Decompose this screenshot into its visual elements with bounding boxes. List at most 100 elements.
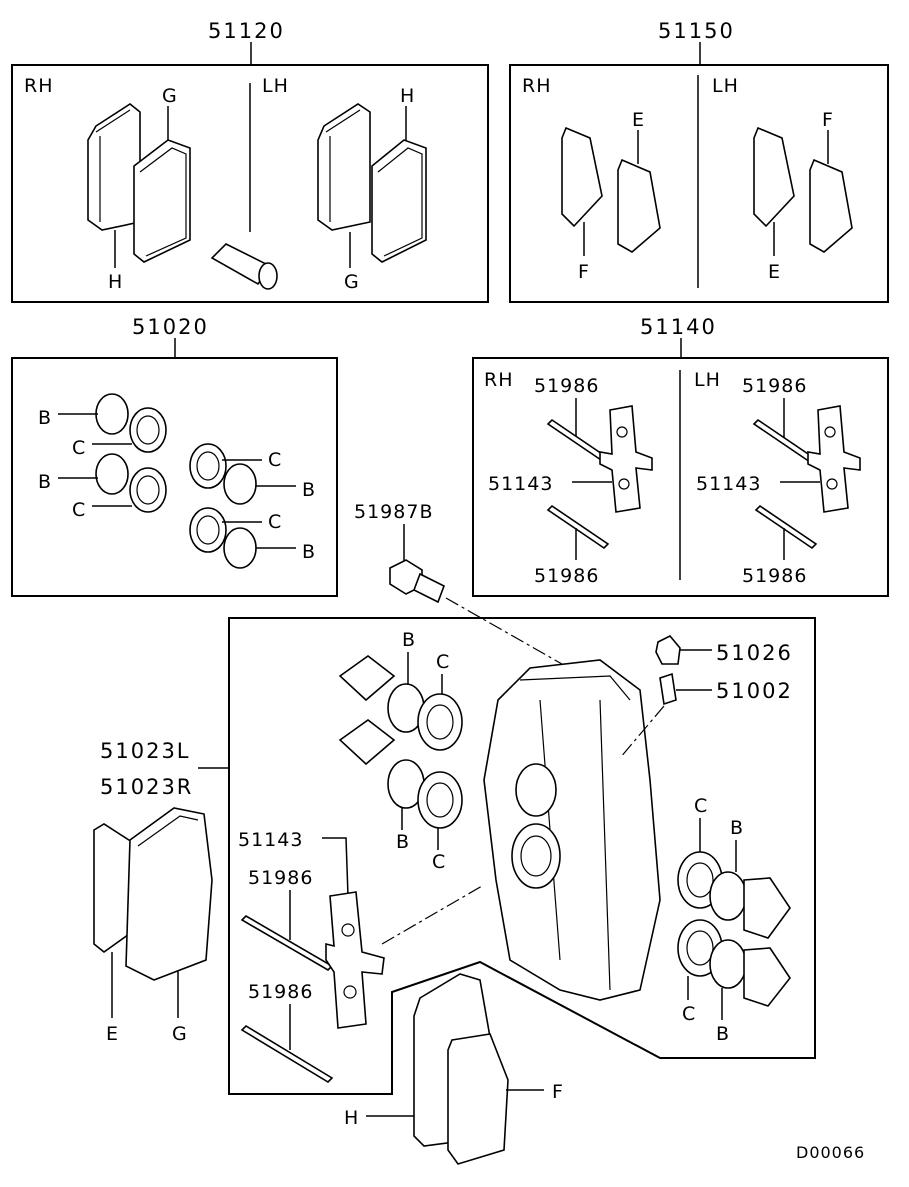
part-number-51986: 51986 — [534, 565, 599, 587]
b-ring-icon — [95, 393, 129, 435]
letter-f: F — [552, 1081, 564, 1103]
b-ring-icon — [709, 871, 747, 921]
part-number-51002: 51002 — [716, 679, 793, 703]
pad-spring-icon — [807, 405, 861, 513]
b-ring-icon — [223, 463, 257, 505]
brake-pad-inner-icon — [133, 139, 191, 263]
brake-pad-inner-icon — [447, 1033, 509, 1165]
letter-b: B — [730, 817, 744, 839]
box-51020 — [11, 357, 338, 597]
letter-b: B — [396, 831, 410, 853]
part-number-51986: 51986 — [742, 565, 807, 587]
box-51150 — [509, 64, 889, 303]
part-number-51150: 51150 — [658, 19, 735, 43]
letter-e: E — [106, 1023, 119, 1045]
part-number-51986: 51986 — [742, 375, 807, 397]
letter-b: B — [302, 541, 316, 563]
letter-c: C — [432, 851, 446, 873]
part-number-51986: 51986 — [248, 867, 313, 889]
piston-icon — [338, 655, 396, 702]
c-seal-icon — [417, 693, 463, 751]
box-51120 — [11, 64, 489, 303]
assembly-line — [381, 885, 483, 945]
letter-c: C — [436, 651, 450, 673]
spring-hole-icon — [824, 426, 836, 438]
rear-pad-icon — [617, 158, 661, 253]
b-ring-icon — [709, 939, 747, 989]
brake-pad-outer-icon — [317, 103, 371, 231]
bore-inner-icon — [520, 835, 552, 877]
group-51987b: 51987B — [354, 501, 577, 673]
letter-h: H — [108, 271, 123, 293]
pad-spring-icon — [599, 405, 653, 513]
assembly-line — [445, 597, 577, 673]
bleeder-screw-icon — [659, 672, 677, 706]
c-seal-icon — [189, 443, 227, 489]
letter-b: B — [38, 471, 52, 493]
box-caliper-assembly — [228, 617, 816, 1095]
caliper-body-icon — [483, 659, 661, 1001]
c-seal-inner-icon — [196, 451, 220, 481]
label-lh: LH — [694, 369, 721, 391]
letter-c: C — [72, 437, 86, 459]
spring-hole-icon — [616, 426, 628, 438]
letter-c: C — [72, 499, 86, 521]
part-number-51023r: 51023R — [100, 775, 193, 799]
group-51140: 51140 RH LH 51986 51143 51986 51986 5114… — [472, 315, 889, 597]
spring-hole-icon — [826, 478, 838, 490]
letter-e: E — [632, 109, 645, 131]
c-seal-inner-icon — [426, 704, 454, 740]
c-seal-icon — [129, 467, 167, 513]
letter-f: F — [822, 109, 834, 131]
part-number-51120: 51120 — [208, 19, 285, 43]
spring-hole-icon — [343, 985, 357, 999]
b-ring-icon — [223, 527, 257, 569]
spring-hole-icon — [618, 478, 630, 490]
letter-f: F — [578, 261, 590, 283]
part-number-51986: 51986 — [248, 981, 313, 1003]
label-rh: RH — [522, 75, 552, 97]
box-51140 — [472, 357, 889, 597]
guide-pin-icon — [240, 1024, 334, 1084]
pad-detail-line — [139, 147, 187, 257]
letter-c: C — [268, 511, 282, 533]
label-lh: LH — [262, 75, 289, 97]
rear-pad-icon — [753, 126, 795, 228]
label-rh: RH — [484, 369, 514, 391]
c-seal-inner-icon — [686, 930, 714, 966]
letter-g: G — [344, 271, 360, 293]
assembly-line — [619, 705, 665, 759]
letter-b: B — [402, 629, 416, 651]
rear-pad-icon — [561, 126, 603, 228]
pad-detail-line — [95, 109, 131, 222]
piston-icon — [743, 947, 791, 1007]
letter-c: C — [268, 449, 282, 471]
c-seal-inner-icon — [136, 475, 160, 505]
c-seal-inner-icon — [196, 515, 220, 545]
group-left-pads: E G — [93, 807, 213, 1045]
part-number-51143: 51143 — [238, 829, 303, 851]
piston-icon — [338, 719, 396, 766]
label-rh: RH — [24, 75, 54, 97]
spring-hole-icon — [341, 923, 355, 937]
part-number-51143: 51143 — [488, 473, 553, 495]
tube-cap-icon — [258, 262, 278, 290]
pad-detail-line — [325, 109, 361, 222]
group-51120: 51120 RH LH G H H G — [11, 19, 489, 303]
diagram-code: D00066 — [796, 1143, 865, 1162]
bolt-shank-icon — [412, 572, 446, 604]
letter-c: C — [694, 795, 708, 817]
guide-pin-icon — [546, 418, 610, 464]
brake-pad-outer-icon — [87, 103, 141, 231]
letter-g: G — [162, 85, 178, 107]
part-number-51020: 51020 — [132, 315, 209, 339]
c-seal-icon — [189, 507, 227, 553]
guide-pin-icon — [754, 504, 818, 550]
part-number-51140: 51140 — [640, 315, 717, 339]
piston-bore-icon — [515, 763, 557, 817]
letter-b: B — [716, 1023, 730, 1045]
part-number-51023l: 51023L — [100, 739, 191, 763]
c-seal-inner-icon — [686, 862, 714, 898]
pad-detail-line — [137, 815, 199, 847]
